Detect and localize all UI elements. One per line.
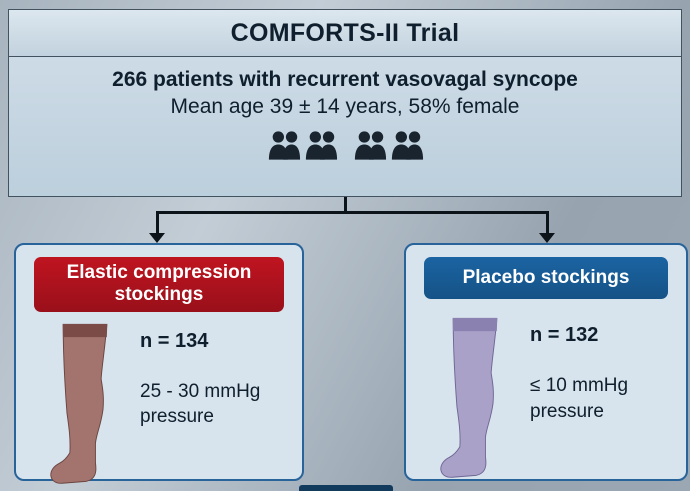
arm-header-placebo: Placebo stockings — [424, 257, 668, 299]
pressure-label: ≤ 10 mmHg pressure — [530, 373, 628, 424]
n-count-label: n = 132 — [530, 324, 599, 346]
people-icon — [354, 131, 386, 160]
arm-text-placebo: n = 132 ≤ 10 mmHg pressure — [530, 316, 628, 482]
people-icon — [268, 131, 300, 160]
arm-card-placebo: Placebo stockings n = 132 ≤ 10 mmHg pres… — [404, 243, 688, 481]
arrow-down-icon — [539, 233, 555, 243]
arm-card-elastic: Elastic compression stockings n = 134 25… — [14, 243, 304, 484]
population-line-2: Mean age 39 ± 14 years, 58% female — [170, 95, 520, 118]
people-icon — [305, 131, 337, 160]
arm-header-elastic: Elastic compression stockings — [34, 257, 284, 312]
title-bar: COMFORTS-II Trial — [8, 9, 682, 57]
arm-body-elastic: n = 134 25 - 30 mmHg pressure — [34, 322, 284, 488]
connector-drop-right — [546, 211, 549, 234]
pressure-line-2: pressure — [530, 400, 604, 422]
cropped-bottom-element — [299, 485, 393, 491]
arrow-down-icon — [149, 233, 165, 243]
trial-title: COMFORTS-II Trial — [230, 18, 460, 47]
pressure-line-1: ≤ 10 mmHg — [530, 375, 629, 396]
connector-horizontal — [156, 211, 549, 214]
people-icon — [391, 131, 423, 160]
leg-stocking-graphic — [46, 322, 124, 488]
arm-body-placebo: n = 132 ≤ 10 mmHg pressure — [424, 316, 668, 482]
n-count-label: n = 134 — [140, 329, 209, 352]
pressure-line-1: 25 - 30 mmHg — [140, 380, 261, 402]
arm-text-elastic: n = 134 25 - 30 mmHg pressure — [140, 322, 260, 488]
pressure-label: 25 - 30 mmHg pressure — [140, 379, 260, 430]
connector-drop-left — [156, 211, 159, 234]
leg-stocking-graphic — [436, 316, 514, 482]
population-line-1: 266 patients with recurrent vasovagal sy… — [112, 68, 578, 91]
population-panel: 266 patients with recurrent vasovagal sy… — [8, 57, 682, 197]
connector-stem — [344, 197, 347, 213]
pressure-line-2: pressure — [140, 406, 214, 428]
people-row — [9, 130, 681, 161]
